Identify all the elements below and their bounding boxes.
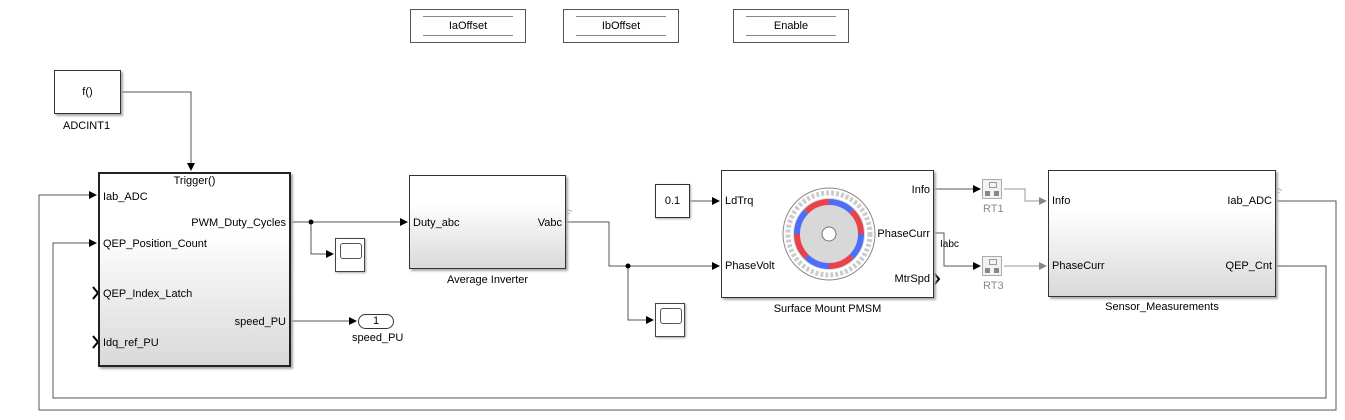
junction-dot bbox=[625, 263, 631, 269]
controller-subsystem[interactable]: Trigger() Iab_ADC QEP_Position_Count QEP… bbox=[98, 172, 291, 367]
block-name: Average Inverter bbox=[446, 274, 529, 286]
sensor-measurements-block[interactable]: Info PhaseCurr Iab_ADC QEP_Cnt bbox=[1048, 170, 1276, 297]
load-torque-constant[interactable]: 0.1 bbox=[655, 184, 690, 218]
chevron-icon bbox=[933, 272, 941, 286]
input-port-phasevolt: PhaseVolt bbox=[725, 260, 775, 272]
line-vabc-phasevolt bbox=[566, 221, 720, 270]
junction-dot bbox=[308, 219, 314, 225]
pmsm-block[interactable]: LdTrq PhaseVolt Info PhaseCurr MtrSpd bbox=[721, 170, 934, 298]
line-iabadc-feedback bbox=[38, 191, 1337, 411]
input-port-idq-ref: Idq_ref_PU bbox=[103, 337, 159, 349]
block-text: f() bbox=[82, 86, 93, 98]
enable-control[interactable]: Enable bbox=[733, 9, 849, 43]
magnet-segment bbox=[828, 254, 854, 269]
output-port-speed: speed_PU bbox=[234, 316, 286, 328]
outport-number: 1 bbox=[372, 315, 380, 327]
block-name: Sensor_Measurements bbox=[1105, 301, 1219, 313]
block-name: ADCINT1 bbox=[63, 120, 111, 132]
input-port-duty: Duty_abc bbox=[413, 217, 460, 229]
input-port-iab-adc: Iab_ADC bbox=[103, 191, 148, 203]
magnet-segment bbox=[794, 233, 809, 259]
input-port-ldtrq: LdTrq bbox=[725, 195, 754, 207]
pwm-scope[interactable] bbox=[335, 238, 365, 272]
outport-name: speed_PU bbox=[352, 332, 404, 344]
voltage-scope[interactable] bbox=[655, 303, 685, 337]
input-port-qep-position: QEP_Position_Count bbox=[103, 238, 207, 250]
adcint1-block[interactable]: f() bbox=[54, 70, 121, 114]
magnet-segment bbox=[849, 209, 864, 235]
output-port-mtrspd: MtrSpd bbox=[894, 273, 930, 285]
line-vabc-scope bbox=[627, 266, 654, 324]
input-port-qep-index: QEP_Index_Latch bbox=[103, 288, 193, 300]
rt1-block[interactable] bbox=[982, 179, 1002, 199]
output-port-vabc: Vabc bbox=[537, 217, 562, 229]
output-port-iab-adc: Iab_ADC bbox=[1227, 195, 1272, 207]
signal-label: Iabc bbox=[940, 239, 959, 250]
output-port-pwm: PWM_Duty_Cycles bbox=[191, 217, 286, 229]
iboffset-control[interactable]: IbOffset bbox=[563, 9, 679, 43]
control-label: IaOffset bbox=[448, 20, 488, 32]
line-adcint-trigger bbox=[121, 91, 195, 171]
input-port-info: Info bbox=[1052, 195, 1071, 207]
control-label: Enable bbox=[773, 20, 809, 32]
magnet-segment bbox=[849, 233, 864, 259]
iaoffset-control[interactable]: IaOffset bbox=[410, 9, 526, 43]
magnet-segment bbox=[804, 199, 830, 214]
trigger-port: Trigger() bbox=[173, 175, 216, 187]
speed-outport[interactable]: 1 bbox=[358, 314, 394, 329]
block-name: RT3 bbox=[983, 280, 1004, 292]
magnet-segment bbox=[794, 209, 809, 235]
motor-icon bbox=[782, 187, 876, 281]
average-inverter-block[interactable]: Duty_abc Vabc bbox=[409, 175, 566, 269]
input-port-phasecurr: PhaseCurr bbox=[1052, 260, 1105, 272]
line-qep-feedback bbox=[52, 239, 1327, 399]
rt3-block[interactable] bbox=[982, 256, 1002, 276]
output-port-qep-cnt: QEP_Cnt bbox=[1225, 260, 1272, 272]
magnet-segment bbox=[804, 254, 830, 269]
block-name: RT1 bbox=[983, 203, 1004, 215]
line-rt1-info bbox=[1004, 188, 1047, 205]
output-port-phasecurr: PhaseCurr bbox=[877, 228, 930, 240]
constant-value: 0.1 bbox=[664, 195, 681, 207]
line-pwm-scope bbox=[310, 222, 334, 258]
magnet-segment bbox=[828, 199, 854, 214]
line-phasecurr-rt3 bbox=[934, 232, 981, 270]
control-label: IbOffset bbox=[601, 20, 641, 32]
block-name: Surface Mount PMSM bbox=[773, 303, 882, 315]
output-port-info: Info bbox=[911, 184, 930, 196]
